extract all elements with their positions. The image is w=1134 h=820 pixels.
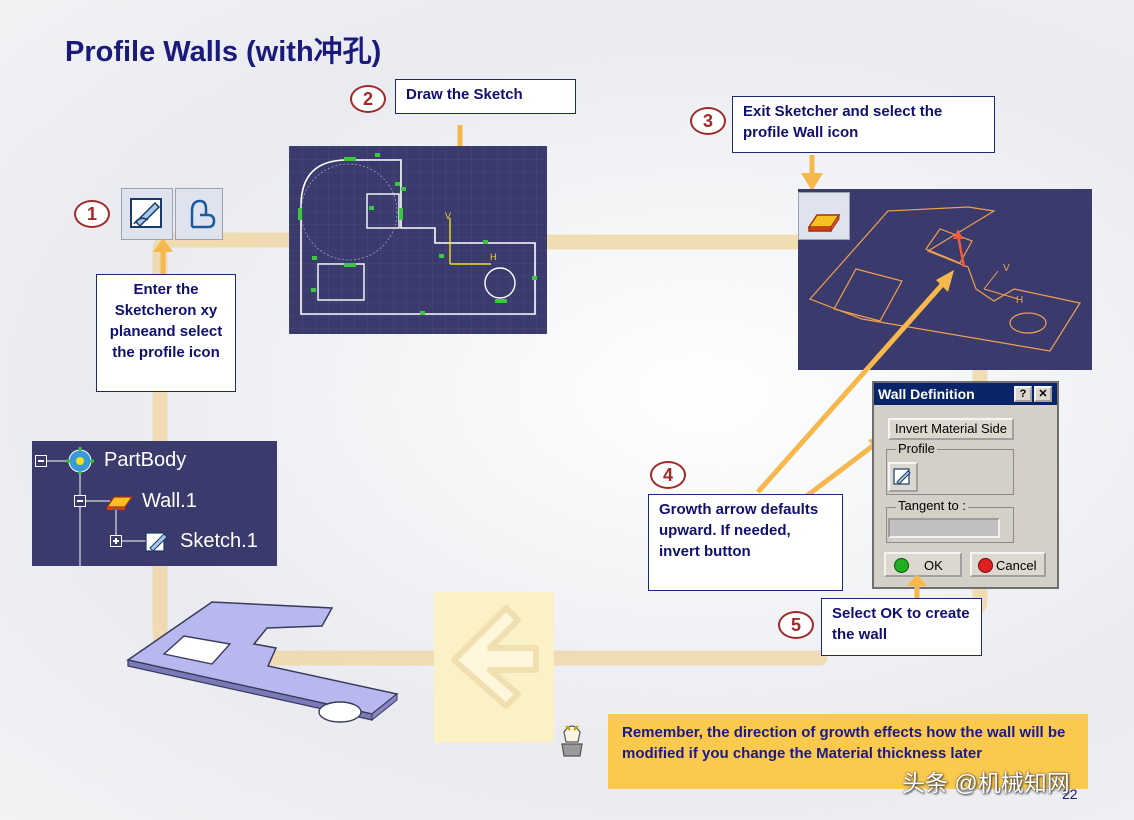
tip-icon	[561, 725, 583, 757]
tree-item-partbody[interactable]: PartBody	[104, 449, 187, 471]
sketch-select-icon	[893, 468, 911, 485]
step-4-callout: Growth arrow defaults upward. If needed,…	[648, 494, 843, 591]
cancel-button[interactable]: Cancel	[970, 552, 1046, 577]
tree-item-wall[interactable]: Wall.1	[142, 490, 197, 512]
step-2-badge: 2	[350, 85, 386, 113]
dialog-close-button[interactable]: ✕	[1034, 386, 1052, 402]
step-1-arrow	[153, 238, 173, 276]
step-5-callout: Select OK to create the wall	[821, 598, 982, 656]
specification-tree: PartBody Wall.1 Sketch.1	[32, 441, 277, 566]
wall-icon	[807, 213, 841, 233]
step-3-callout: Exit Sketcher and select the profile Wal…	[732, 96, 995, 153]
dialog-titlebar: Wall Definition ? ✕	[874, 383, 1057, 405]
sketch-h-label: H	[490, 252, 497, 262]
step-1-badge: 1	[74, 200, 110, 228]
ok-status-icon	[894, 558, 909, 573]
watermark: 头条 @机械知网	[902, 770, 1070, 796]
step-1-callout: Enter the Sketcheron xy planeand select …	[96, 274, 236, 392]
page-number: 22	[1062, 786, 1078, 802]
profile-group-label: Profile	[896, 441, 937, 456]
profile-group	[886, 449, 1014, 495]
step-3-arrow	[801, 155, 823, 191]
partbody-gear-icon	[66, 447, 94, 475]
wall-preview: V H	[808, 206, 1081, 352]
cancel-status-icon	[978, 558, 993, 573]
step-3-badge: 3	[690, 107, 726, 135]
profile-icon	[190, 199, 216, 229]
sketch-viewport[interactable]: V H	[289, 146, 547, 334]
step-2-callout: Draw the Sketch	[395, 79, 576, 114]
tip-note: Remember, the direction of growth effect…	[608, 714, 1088, 789]
dialog-help-button[interactable]: ?	[1014, 386, 1032, 402]
invert-material-side-button[interactable]: Invert Material Side	[888, 418, 1014, 440]
sketcher-button[interactable]	[121, 188, 173, 240]
tree-item-sketch[interactable]: Sketch.1	[180, 530, 258, 552]
tree-collapse-partbody[interactable]	[35, 455, 47, 467]
ok-button[interactable]: OK	[884, 552, 962, 577]
sheet-metal-part-illustration	[126, 601, 399, 723]
step-4-badge: 4	[650, 461, 686, 489]
ok-label: OK	[924, 558, 943, 573]
cancel-label: Cancel	[996, 558, 1037, 573]
profile-button[interactable]	[175, 188, 223, 240]
sketch-drawing: V H	[289, 146, 547, 334]
sketch-v-label: V	[445, 211, 451, 221]
tangent-field[interactable]	[888, 518, 1000, 538]
wall-button[interactable]	[798, 192, 850, 240]
dialog-title: Wall Definition	[878, 386, 975, 402]
tangent-label: Tangent to :	[896, 498, 968, 513]
tree-expand-sketch[interactable]	[110, 535, 122, 547]
sketcher-icon	[130, 198, 162, 228]
step-5-badge: 5	[778, 611, 814, 639]
wall-tree-icon	[105, 496, 134, 510]
wall-v-label: V	[1003, 263, 1010, 274]
profile-select-button[interactable]	[888, 462, 918, 492]
wall-definition-dialog: Wall Definition ? ✕ Invert Material Side…	[872, 381, 1059, 589]
back-arrow-icon	[451, 605, 539, 709]
page-title: Profile Walls (with冲孔)	[65, 36, 382, 68]
sketch-tree-icon	[145, 532, 168, 552]
wall-h-label: H	[1016, 295, 1023, 306]
tree-collapse-wall[interactable]	[74, 495, 86, 507]
